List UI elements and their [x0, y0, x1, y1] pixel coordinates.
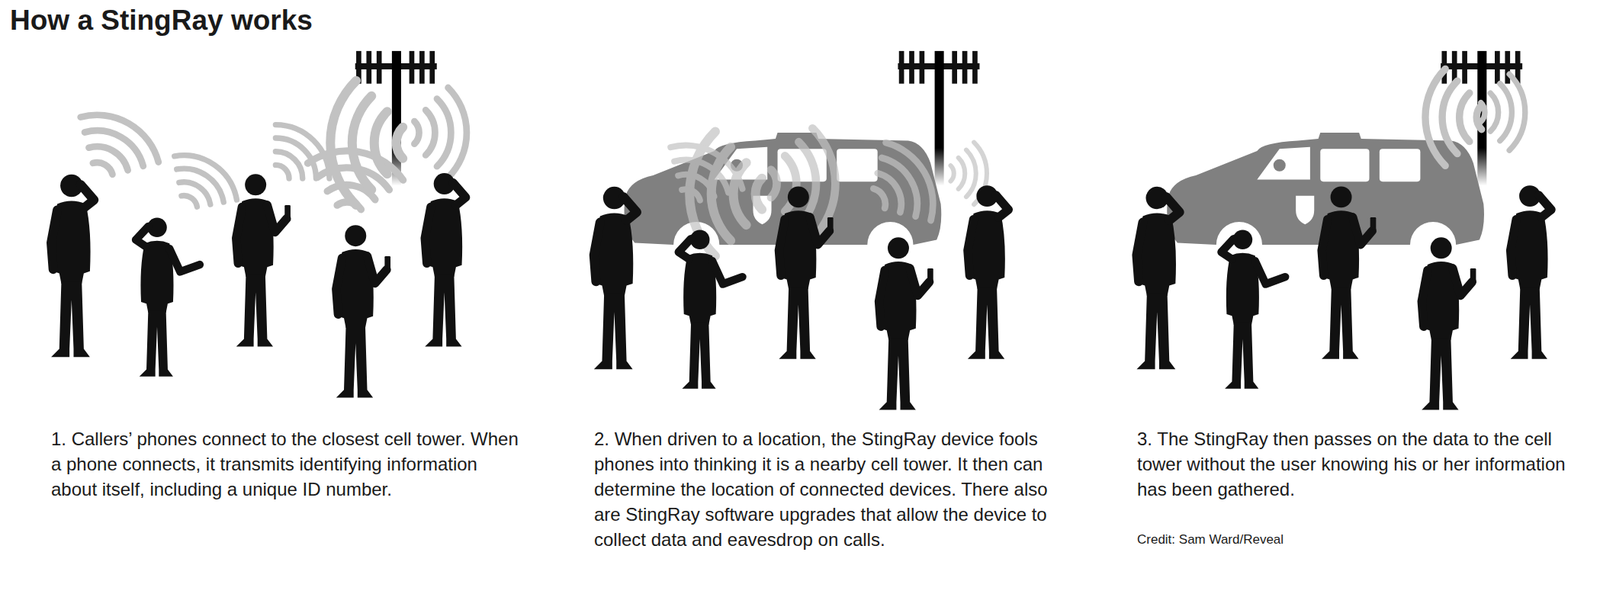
- step-caption: 1. Callers’ phones connect to the closes…: [51, 427, 524, 503]
- panel-two-art-part-part: [856, 133, 947, 238]
- panel-three-art-part: [1425, 68, 1482, 166]
- panel-one-art-part: [330, 80, 403, 206]
- panel-one-art-part: [414, 87, 467, 178]
- step-caption: 3. The StingRay then passes on the data …: [1137, 427, 1591, 503]
- panel-one-art: [51, 51, 467, 399]
- panel-one-art-part: [157, 143, 246, 224]
- panel-one-art-part: [355, 51, 437, 187]
- credit-note: Credit: Sam Ward/Reveal: [1137, 531, 1591, 549]
- panel-two-art-part: [594, 185, 1009, 410]
- panel-two-art-part-part: [655, 132, 752, 216]
- panel-three-art-part: [1136, 185, 1552, 410]
- panel-three-art: [1136, 51, 1552, 411]
- title: How a StingRay works: [9, 4, 313, 37]
- panel-three-art-part: [1481, 73, 1526, 151]
- step-caption: 2. When driven to a location, the StingR…: [594, 427, 1067, 553]
- panel-two-art: [594, 51, 1009, 411]
- panel-one-art-part: [51, 173, 466, 398]
